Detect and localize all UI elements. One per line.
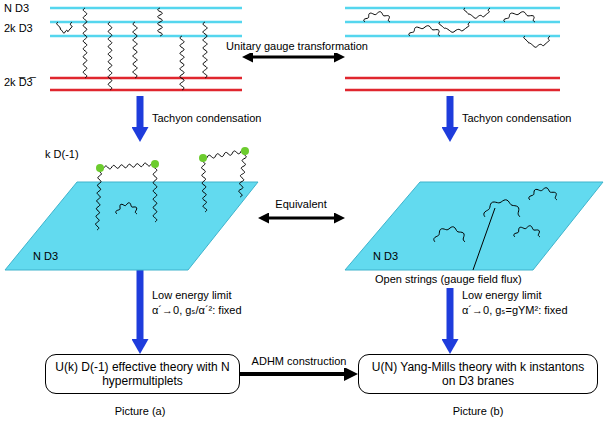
d3-brane-plane <box>5 182 258 270</box>
open-string <box>203 150 245 160</box>
d-instanton-dot <box>151 160 159 168</box>
open-string <box>100 163 155 170</box>
d-instanton-dot <box>96 164 104 172</box>
d3-brane <box>345 21 560 24</box>
open-string <box>524 36 550 47</box>
arrow-label: Low energy limit <box>460 289 543 302</box>
arrow-connector <box>269 217 334 220</box>
anti-d3-brane <box>50 77 242 80</box>
d3-brane <box>50 21 242 24</box>
d3-brane <box>50 7 242 10</box>
d-instanton-dot <box>199 154 207 162</box>
open-string <box>203 22 207 78</box>
theory-box: U(N) Yang-Mills theory with k instantons… <box>358 354 598 394</box>
brane-stack: N D32k D32k D̅3̅ <box>50 2 242 96</box>
note-label: Picture (b) <box>451 405 506 418</box>
open-string <box>133 22 137 78</box>
open-string <box>464 8 490 18</box>
arrow-connector <box>240 372 344 376</box>
node-label: Open strings (gauge field flux) <box>375 273 522 286</box>
open-string <box>239 151 247 197</box>
arrow-label: Tachyon condensation <box>150 112 263 125</box>
d-instanton-dot <box>241 147 249 155</box>
arrow-label: Equivalent <box>273 198 328 211</box>
open-strings <box>57 8 550 90</box>
arrow-connector <box>253 56 334 59</box>
arrow-label: Low energy limit <box>150 289 233 302</box>
anti-d3-brane <box>345 77 560 80</box>
brane-stack-b <box>345 8 560 90</box>
open-string <box>83 8 87 78</box>
note-label: α´→0, gₛ=gYM²: fixed <box>460 304 570 317</box>
node-label: 2k D3 <box>4 22 33 35</box>
arrow-label: Unitary gauge transformation <box>224 40 370 53</box>
note-label: Picture (a) <box>113 405 168 418</box>
node-label: N D3 <box>4 2 29 15</box>
open-string <box>180 36 184 90</box>
note-label: α´→0, gₛ/α´²: fixed <box>150 304 244 317</box>
open-string <box>514 226 540 237</box>
theory-box: U(k) D(-1) effective theory with N hyper… <box>45 354 240 394</box>
arrow-connector <box>137 96 144 127</box>
d3-brane-plane <box>345 182 603 270</box>
open-string <box>473 208 495 270</box>
open-string <box>504 12 535 22</box>
arrow-label: Tachyon condensation <box>460 112 573 125</box>
node-label: N D3 <box>373 250 398 263</box>
brane-stack <box>345 2 560 96</box>
open-string <box>409 26 440 36</box>
node-label: 2k D̅3̅ <box>4 76 33 89</box>
open-string <box>96 168 102 230</box>
open-string <box>484 200 520 217</box>
open-string <box>158 8 163 36</box>
arrow-connector <box>447 288 454 339</box>
d3-brane <box>345 7 560 10</box>
node-label: k D(-1) <box>45 148 79 161</box>
node-label: N D3 <box>33 250 58 263</box>
plane-shape <box>345 142 603 288</box>
node-label: U(N) Yang-Mills theory with k instantons… <box>367 360 589 388</box>
open-string <box>201 158 206 212</box>
d3-brane <box>345 35 560 38</box>
d3-brane <box>50 35 242 38</box>
d3-plane: k D(-1) N D3 <box>5 142 258 270</box>
open-string <box>108 22 112 90</box>
anti-d3-brane <box>345 89 560 92</box>
arrow-connector <box>137 270 144 339</box>
open-string <box>434 227 465 242</box>
open-string <box>439 22 470 32</box>
d3-plane: N D3 Open strings (gauge field flux) <box>345 142 603 288</box>
brane-stack-a <box>50 8 242 90</box>
arrow-label: ADHM construction <box>250 355 349 368</box>
arrow-connector <box>447 96 454 127</box>
open-string <box>153 164 157 222</box>
open-string <box>529 188 557 200</box>
node-label: U(k) D(-1) effective theory with N hyper… <box>54 360 231 388</box>
anti-d3-brane <box>50 89 242 92</box>
open-string <box>116 203 137 214</box>
open-string <box>364 12 390 22</box>
open-string <box>57 22 73 33</box>
